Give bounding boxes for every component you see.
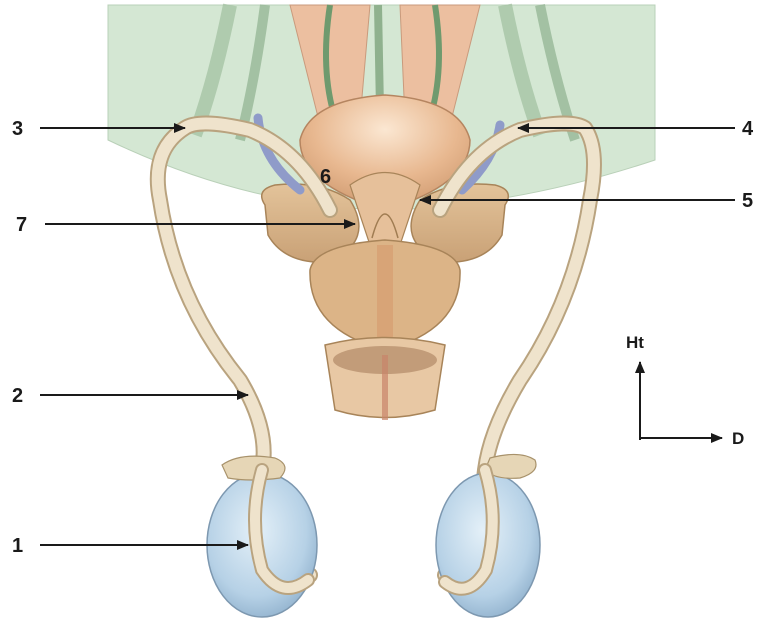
label-5: 5 (742, 190, 753, 212)
label-1: 1 (12, 535, 23, 557)
label-7: 7 (16, 214, 27, 236)
ampulla (350, 173, 420, 246)
orientation-right-label: D (732, 429, 744, 448)
label-6: 6 (320, 166, 331, 188)
orientation-up-label: Ht (626, 333, 644, 352)
label-2: 2 (12, 385, 23, 407)
label-4: 4 (742, 118, 754, 140)
label-3: 3 (12, 118, 23, 140)
orientation-indicator: Ht D (626, 333, 744, 448)
